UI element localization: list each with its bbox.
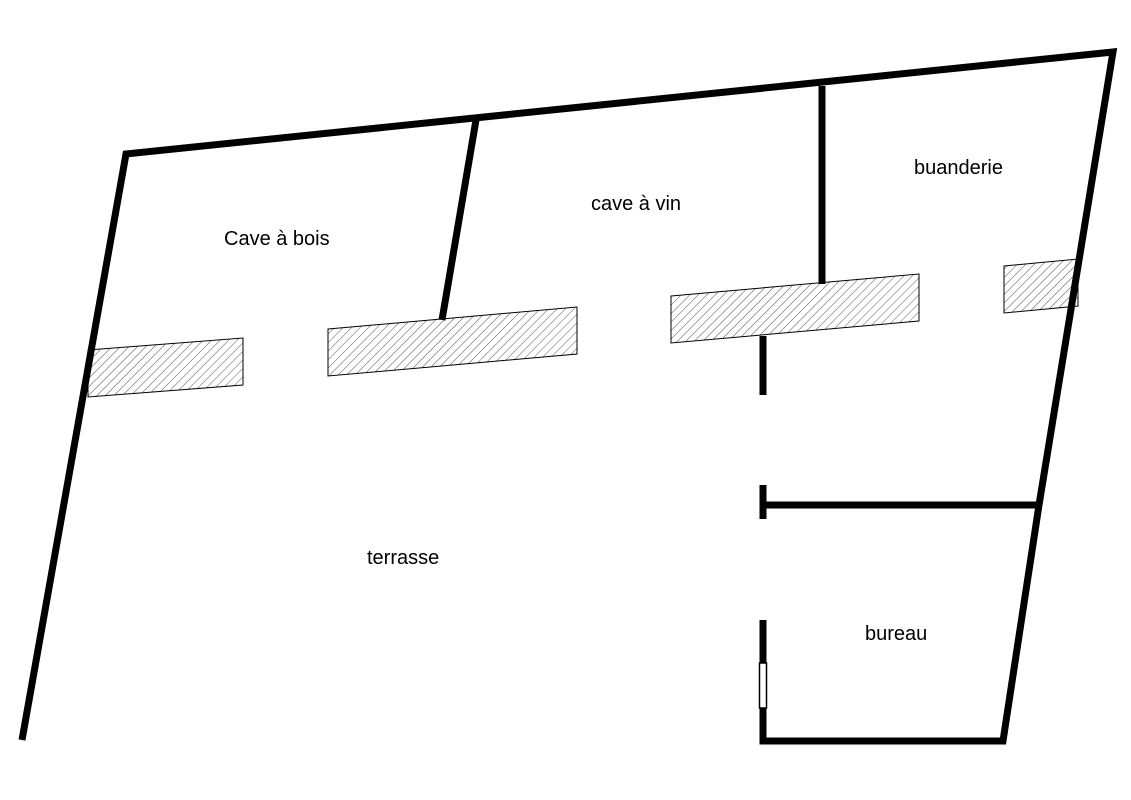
beam-1 [87, 337, 244, 398]
room-labels: Cave à bois cave à vin buanderie terrass… [224, 157, 1003, 645]
label-cave-vin: cave à vin [591, 193, 681, 215]
label-bureau: bureau [865, 623, 927, 645]
beams [87, 258, 1079, 398]
label-terrasse: terrasse [367, 547, 439, 569]
beam-3 [670, 273, 920, 344]
label-cave-bois: Cave à bois [224, 228, 330, 250]
wall-cave-bois-vin [438, 119, 480, 321]
outer-wall-right-lower [759, 504, 1043, 745]
walls [18, 48, 1118, 745]
beam-4 [1003, 258, 1079, 314]
outer-wall-top-left [18, 48, 1118, 741]
bureau-window [758, 662, 768, 709]
beam-2 [327, 306, 578, 377]
label-buanderie: buanderie [914, 157, 1003, 179]
